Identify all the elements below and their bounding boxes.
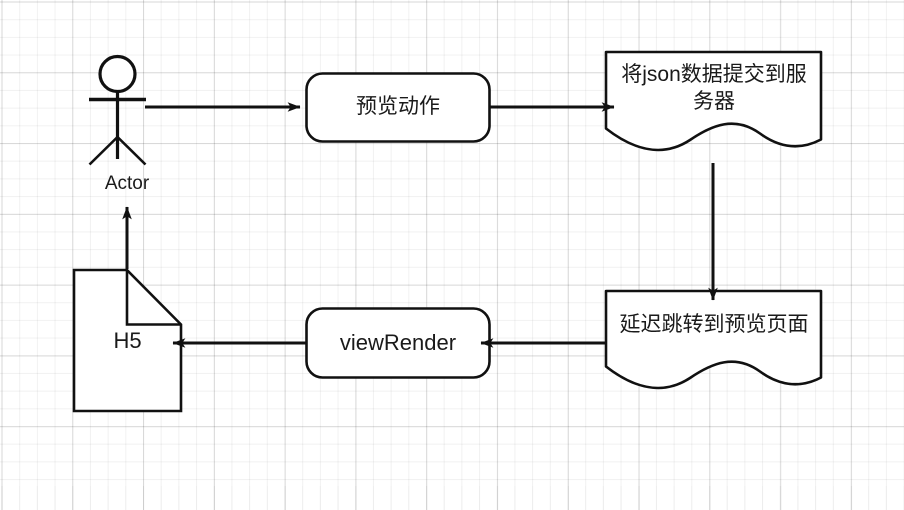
node-preview-action[interactable] <box>305 72 491 143</box>
node-h5-page[interactable] <box>72 268 183 413</box>
node-view-render[interactable] <box>305 307 491 379</box>
actor-head-icon <box>98 54 137 94</box>
grid-footer-band <box>0 486 904 510</box>
node-delay-jump[interactable] <box>604 289 823 390</box>
node-actor[interactable] <box>88 54 147 166</box>
node-submit-json[interactable] <box>604 50 823 152</box>
h5-page-outline <box>72 268 183 413</box>
h5-page-fold-icon <box>125 270 181 326</box>
actor-right-leg-line <box>116 136 147 166</box>
actor-left-leg-line <box>88 136 119 166</box>
